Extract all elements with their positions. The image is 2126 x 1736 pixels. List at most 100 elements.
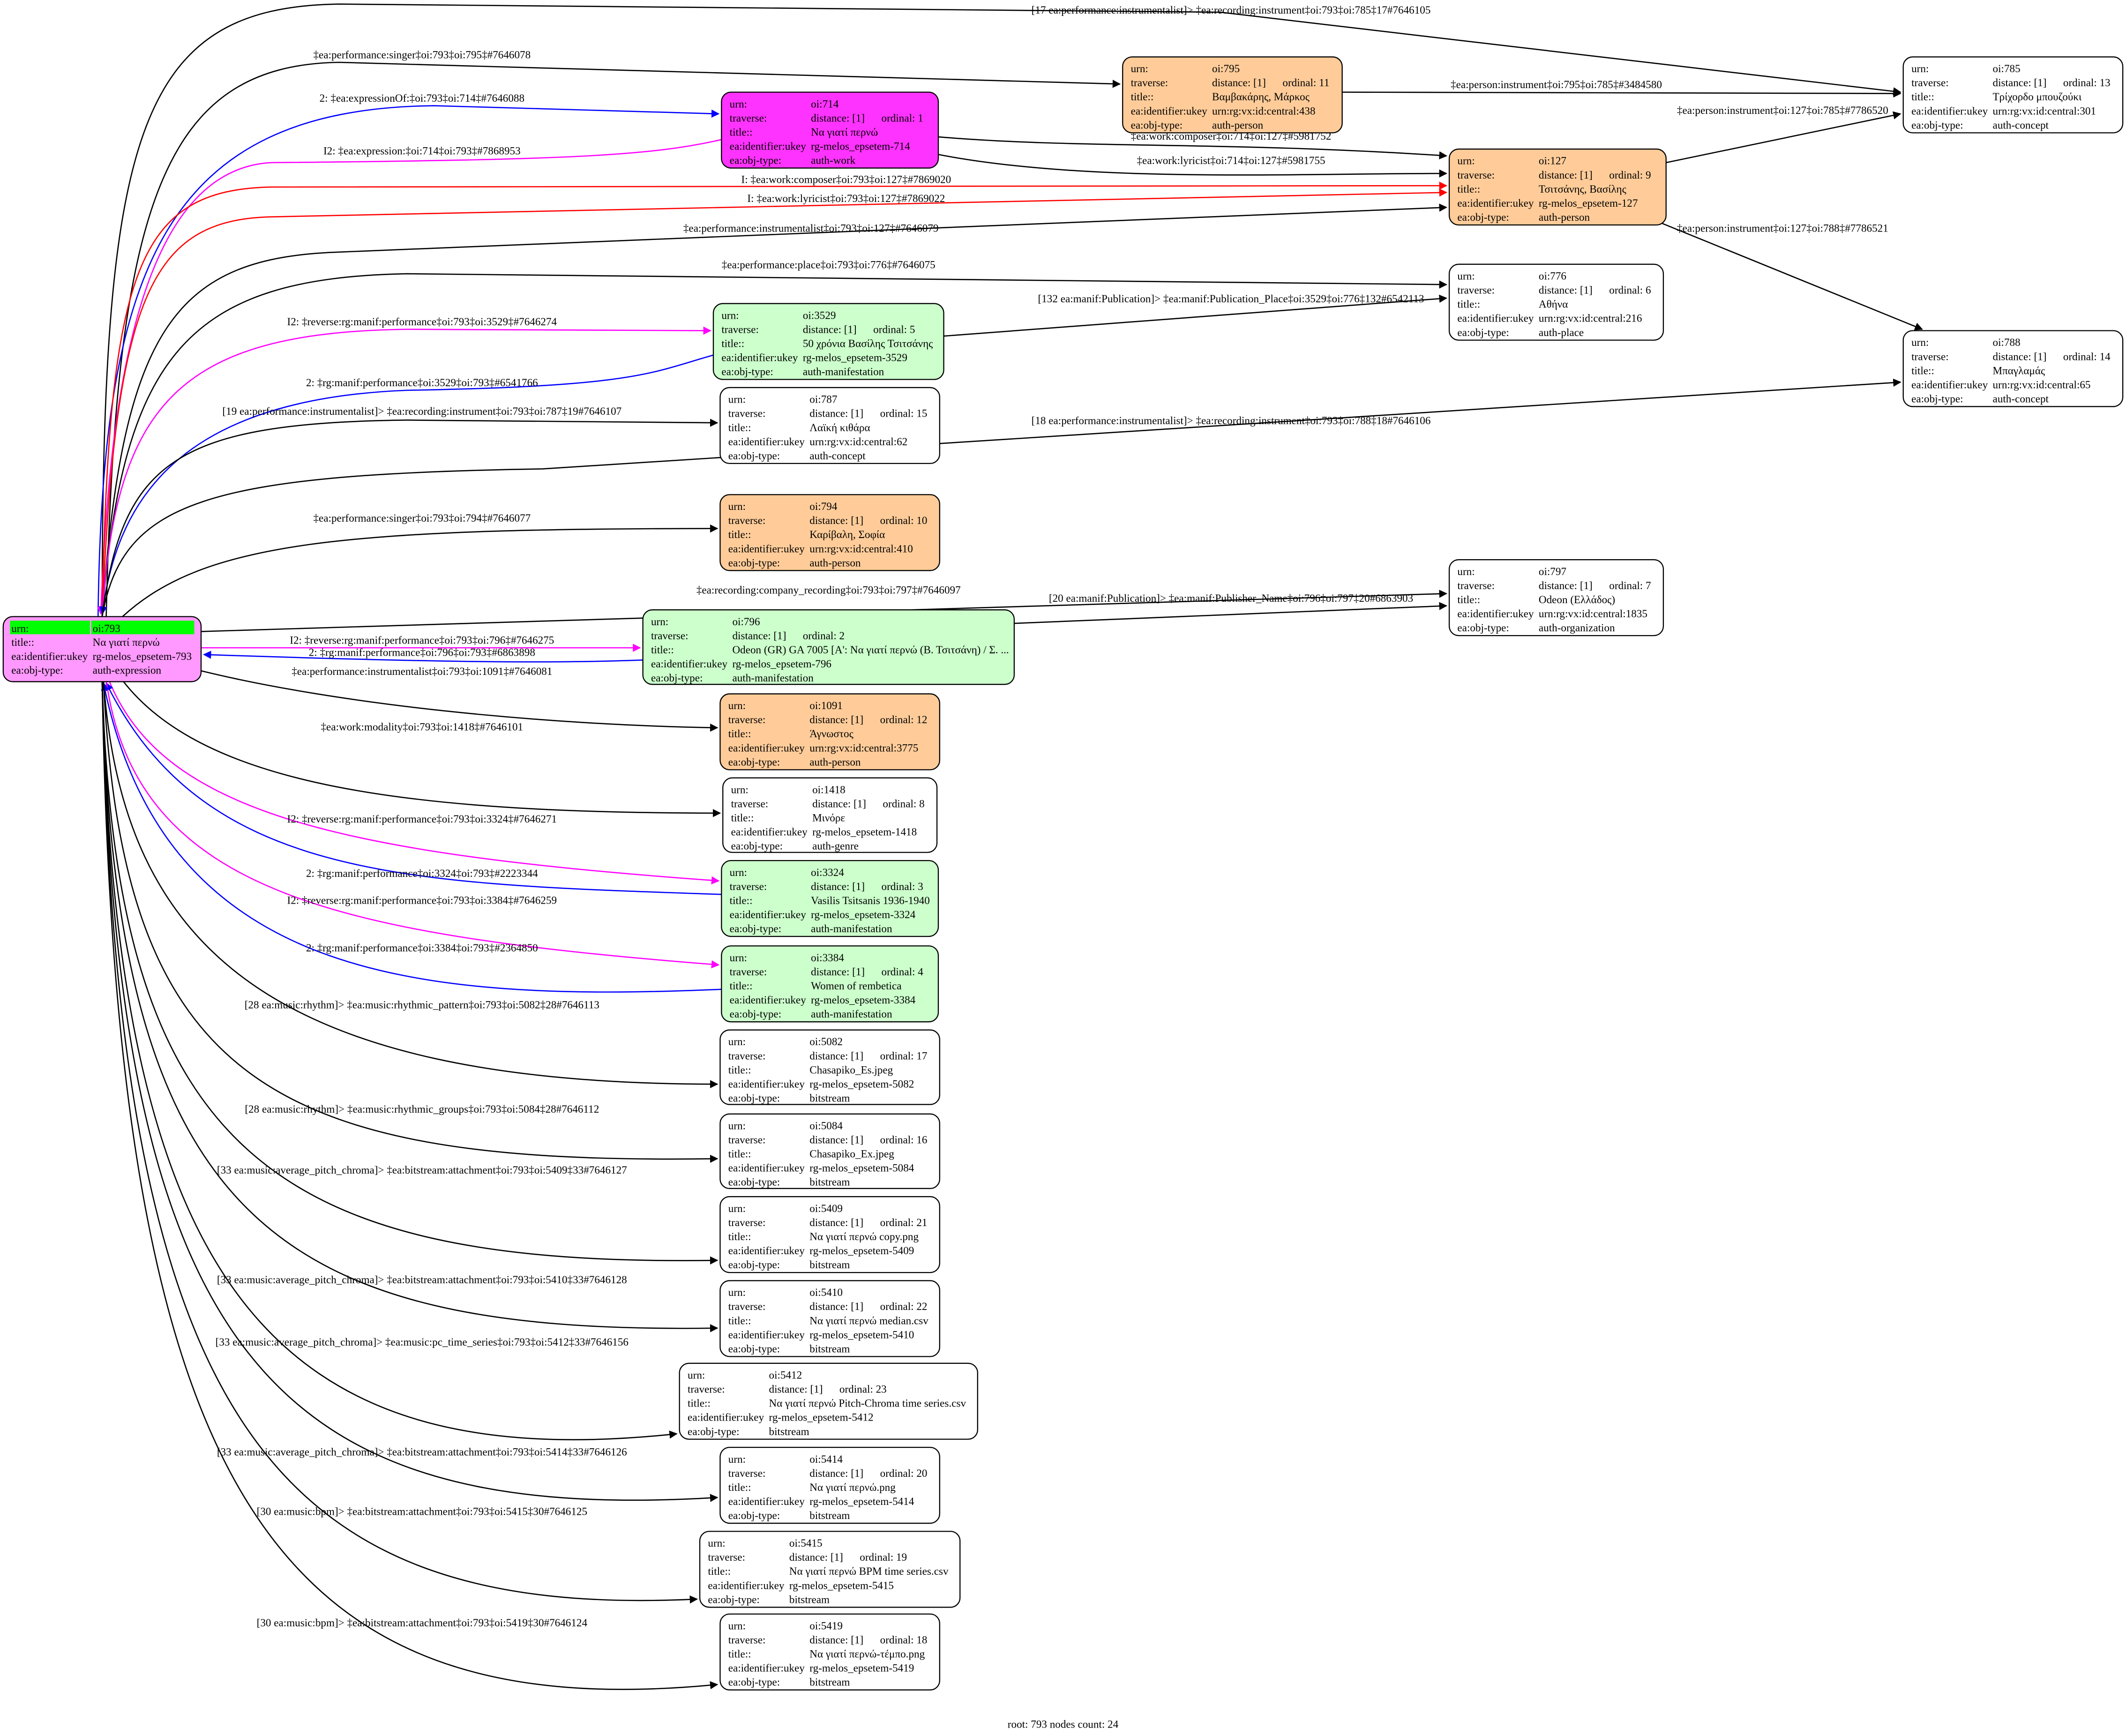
graph-edge[interactable]: ‡ea:performance:place‡oi:793‡oi:776‡#764… — [101, 259, 1448, 617]
node-box[interactable] — [719, 1113, 941, 1189]
edge-path[interactable] — [103, 680, 719, 1163]
edge-path[interactable] — [203, 651, 643, 663]
node-box[interactable] — [721, 91, 939, 169]
graph-edge[interactable]: 2: ‡rg:manif:performance‡oi:3384‡oi:793‡… — [101, 682, 722, 993]
edge-path[interactable] — [101, 680, 719, 1502]
graph-edge[interactable]: [30 ea:music:bpm]> ‡ea:bitstream:attachm… — [101, 680, 698, 1604]
node-box[interactable] — [721, 860, 939, 937]
graph-edge[interactable]: 2: ‡rg:manif:performance‡oi:796‡oi:793‡#… — [203, 646, 643, 663]
graph-edge[interactable]: [28 ea:music:rhythm]> ‡ea:music:rhythmic… — [103, 680, 719, 1088]
graph-edge[interactable]: 2: ‡rg:manif:performance‡oi:3324‡oi:793‡… — [105, 682, 722, 895]
graph-edge[interactable]: ‡ea:performance:singer‡oi:793‡oi:794‡#76… — [122, 512, 719, 617]
edge-path[interactable] — [101, 682, 722, 993]
node-box[interactable] — [712, 303, 944, 380]
edge-path[interactable] — [101, 680, 719, 1690]
edge-path[interactable] — [122, 680, 721, 817]
node-box[interactable] — [719, 1446, 941, 1524]
graph-edge[interactable]: I2: ‡reverse:rg:manif:performance‡oi:793… — [201, 634, 641, 652]
graph-edge[interactable]: ‡ea:person:instrument‡oi:127‡oi:788‡#778… — [1659, 221, 1923, 330]
edge-path[interactable] — [97, 105, 720, 617]
graph-edge[interactable]: ‡ea:work:modality‡oi:793‡oi:1418‡#764610… — [122, 680, 721, 817]
node-box[interactable] — [719, 1196, 941, 1273]
node-box[interactable] — [719, 1280, 941, 1357]
edge-path[interactable] — [101, 326, 711, 617]
node-box[interactable] — [1122, 56, 1343, 134]
edge-path[interactable] — [201, 670, 719, 732]
graph-edge[interactable]: [20 ea:manif:Publication]> ‡ea:manif:Pub… — [1014, 592, 1448, 624]
graph-edge[interactable]: [33 ea:music:average_pitch_chroma]> ‡ea:… — [101, 680, 719, 1332]
graph-edge[interactable]: ‡ea:person:instrument‡oi:127‡oi:785‡#778… — [1666, 105, 1901, 164]
graph-edge[interactable]: [17 ea:performance:instrumentalist]> ‡ea… — [101, 3, 1901, 617]
edge-path[interactable] — [938, 154, 1448, 178]
edge-path[interactable] — [1666, 111, 1901, 164]
graph-edge[interactable]: 2: ‡rg:manif:performance‡oi:3529‡oi:793‡… — [99, 354, 714, 615]
graph-edge[interactable]: I2: ‡reverse:rg:manif:performance‡oi:793… — [108, 680, 720, 885]
node-box[interactable] — [719, 494, 941, 571]
graph-edge[interactable]: [28 ea:music:rhythm]> ‡ea:music:rhythmic… — [103, 680, 719, 1163]
edge-path[interactable] — [101, 680, 678, 1441]
edge-path[interactable] — [101, 680, 698, 1604]
node-box[interactable] — [719, 387, 941, 464]
edge-path[interactable] — [101, 680, 719, 1265]
edge-path[interactable] — [101, 188, 1448, 617]
edge-path[interactable] — [105, 682, 722, 895]
node-box[interactable] — [1448, 559, 1664, 636]
edge-path[interactable] — [97, 139, 722, 615]
graph-edge[interactable]: [18 ea:performance:instrumentalist]> ‡ea… — [101, 378, 1901, 617]
edge-path[interactable] — [101, 3, 1901, 617]
graph-edge[interactable]: 2: ‡ea:expressionOf:‡oi:793‡oi:714‡#7646… — [97, 92, 720, 617]
node-box[interactable] — [642, 609, 1015, 685]
edge-path[interactable] — [103, 680, 719, 1088]
graph-edge[interactable]: ‡ea:work:composer‡oi:714‡oi:127‡#5981752 — [938, 130, 1448, 160]
graph-edge[interactable]: I: ‡ea:work:composer‡oi:793‡oi:127‡#7869… — [101, 173, 1448, 617]
graph-edge[interactable]: [33 ea:music:average_pitch_chroma]> ‡ea:… — [101, 680, 719, 1265]
node-box[interactable] — [699, 1531, 961, 1608]
node-box[interactable] — [1902, 56, 2124, 134]
node-box[interactable] — [721, 945, 939, 1023]
graph-edge[interactable]: ‡ea:performance:instrumentalist‡oi:793‡o… — [101, 203, 1448, 617]
graph-edge[interactable]: [132 ea:manif:Publication]> ‡ea:manif:Pu… — [943, 293, 1448, 337]
edge-path[interactable] — [101, 273, 1448, 617]
node-box[interactable] — [719, 1613, 941, 1691]
edge-path[interactable] — [1342, 89, 1901, 98]
node-box[interactable] — [679, 1362, 978, 1440]
graph-edge[interactable]: I2: ‡ea:expression:‡oi:714‡oi:793‡#78689… — [97, 139, 722, 615]
edge-path[interactable] — [101, 378, 1901, 617]
graph-edge[interactable]: ‡ea:performance:instrumentalist‡oi:793‡o… — [201, 666, 719, 732]
node-box[interactable] — [1902, 330, 2124, 407]
graph-edge[interactable]: I2: ‡reverse:rg:manif:performance‡oi:793… — [105, 680, 720, 969]
edge-path[interactable] — [105, 61, 1121, 617]
graph-edge[interactable]: [33 ea:music:average_pitch_chroma]> ‡ea:… — [101, 680, 678, 1441]
node-box[interactable] — [719, 693, 941, 771]
graph-edge[interactable]: ‡ea:performance:singer‡oi:793‡oi:795‡#76… — [105, 49, 1121, 617]
edge-path[interactable] — [99, 354, 714, 615]
graph-edge[interactable]: [30 ea:music:bpm]> ‡ea:bitstream:attachm… — [101, 680, 719, 1690]
graph-edge[interactable]: ‡ea:work:lyricist‡oi:714‡oi:127‡#5981755 — [938, 154, 1448, 178]
edge-path[interactable] — [101, 181, 1448, 617]
node-box[interactable] — [722, 777, 938, 853]
graph-edge[interactable]: I2: ‡reverse:rg:manif:performance‡oi:793… — [101, 316, 711, 617]
edge-path[interactable] — [101, 419, 719, 617]
edge-path[interactable] — [108, 680, 720, 885]
